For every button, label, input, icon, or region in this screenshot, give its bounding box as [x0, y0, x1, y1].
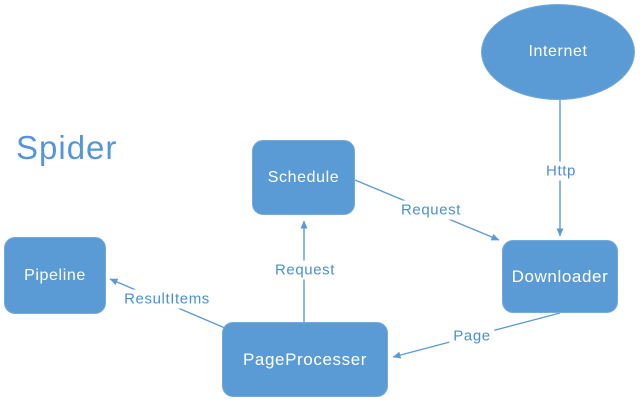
diagram-title: Spider — [16, 129, 118, 166]
node-internet-label: Internet — [528, 43, 588, 60]
node-pageprocesser-label: PageProcesser — [242, 349, 368, 369]
edge-label-http: Http — [542, 161, 580, 181]
node-downloader-label: Downloader — [511, 266, 609, 286]
node-pipeline: Pipeline — [4, 237, 106, 314]
node-pageprocesser: PageProcesser — [222, 322, 388, 397]
edge-label-page: Page — [449, 326, 495, 346]
edge-label-request-pageprocesser-schedule: Request — [270, 260, 340, 280]
node-downloader: Downloader — [502, 240, 618, 313]
edge-label-resultitems: ResultItems — [120, 289, 214, 309]
edge-label-request-schedule-downloader: Request — [396, 200, 466, 220]
node-schedule: Schedule — [252, 140, 355, 215]
node-schedule-label: Schedule — [267, 168, 340, 186]
node-internet: Internet — [481, 4, 635, 100]
node-pipeline-label: Pipeline — [24, 266, 86, 284]
